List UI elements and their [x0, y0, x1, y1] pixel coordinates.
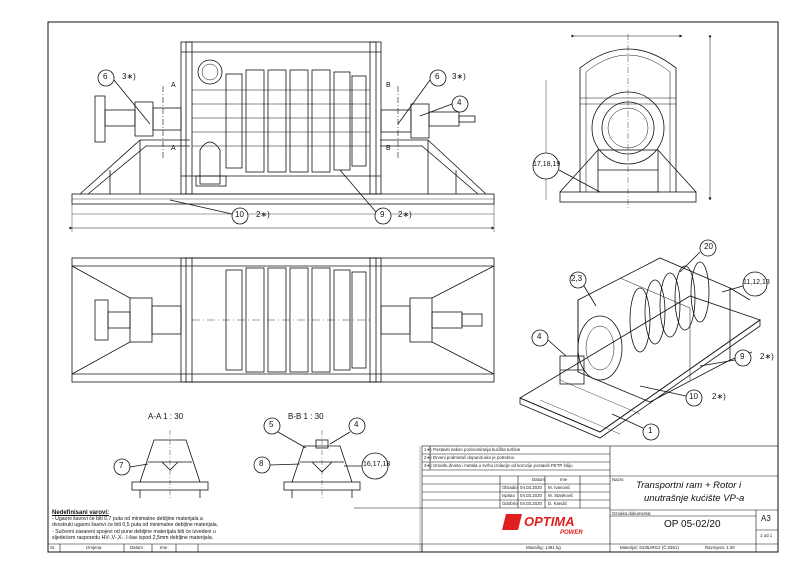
- mass-info: Masa/kg: 1481 kg: [526, 545, 561, 550]
- isometric-balloons: [531, 239, 768, 441]
- balloon-10-front: 10: [235, 210, 244, 219]
- balloon-4-bb: 4: [354, 420, 359, 429]
- sheet-size: A3: [761, 514, 771, 523]
- row-date: 04.03.2020: [520, 493, 542, 498]
- col-ime: Ime: [560, 477, 568, 482]
- bottom-ime: Ime: [160, 545, 168, 550]
- row-date: 04.03.2020: [520, 485, 542, 490]
- row-name: M. Ivanović: [548, 485, 571, 490]
- balloon-2-3: 2,3: [571, 274, 583, 283]
- balloon-7: 7: [119, 461, 124, 470]
- section-aa-balloons: [113, 458, 149, 476]
- balloon-2-front: 2∗): [256, 210, 270, 219]
- col-datum: Datum: [532, 477, 545, 482]
- legend-mark: 3∗): [424, 463, 432, 468]
- balloon-4-iso: 4: [537, 332, 542, 341]
- balloon-1-iso: 1: [648, 426, 653, 435]
- logo-mark-icon: [502, 514, 522, 530]
- section-mark-b-bottom: B: [386, 145, 391, 152]
- bottom-st: St.: [50, 545, 56, 550]
- section-mark-b-top: B: [386, 82, 391, 89]
- notes-line: - Sučeoni zavareni spojevi od pune deblj…: [52, 528, 216, 535]
- section-aa-view: [131, 430, 209, 500]
- row-name: D. Kandić: [548, 501, 568, 506]
- legend-mark: 2∗): [424, 455, 432, 460]
- notes-line: - Ugaoni šavovi će biti 0,7 puta od mini…: [52, 516, 203, 523]
- row-role: Obradio: [502, 485, 518, 490]
- scale-info: Razmjera: 1:30: [705, 545, 735, 550]
- balloon-17-18-19: 17,18,19: [533, 161, 561, 168]
- legend-text: Drveni podmetač dopuniti ako je potrebno: [433, 455, 515, 460]
- sheet-border: [47, 21, 779, 553]
- legend-text: Postaviti nakon pozicioniranja kućišta t…: [433, 447, 521, 452]
- balloon-10-iso: 10: [689, 392, 698, 401]
- bottom-datum: Datum: [130, 545, 143, 550]
- bottom-izmjena: Izmjena: [86, 545, 102, 550]
- row-role: Ispitao: [502, 493, 515, 498]
- drawing-number: OP 05-02/20: [664, 519, 721, 530]
- balloon-11-12-13: 11,12,13: [743, 279, 770, 286]
- section-bb-balloons: [253, 417, 389, 480]
- notes-line: dvostruki ugaoni šavovi će biti 0,5 puta…: [52, 522, 219, 529]
- row-role: Odobrio: [502, 501, 518, 506]
- side-view-balloons: [532, 152, 601, 193]
- section-bb-view: [283, 430, 361, 500]
- drawing-title-line1: Transportni ram + Rotor i: [636, 480, 742, 491]
- logo-optima-text: OPTIMA: [524, 514, 575, 529]
- section-mark-a-top: A: [171, 82, 176, 89]
- front-view: [69, 41, 495, 232]
- label-oznaka: Oznaka dokumenta:: [612, 511, 652, 516]
- material-info: Materijal: S235JRG2 (Č.0361): [620, 545, 679, 550]
- title-block-lines: [48, 445, 779, 553]
- balloon-6-right: 6: [435, 72, 440, 81]
- balloon-2-iso: 2∗): [760, 352, 774, 361]
- legend-text: Između drveta i metala u svrhu izolacije…: [433, 463, 573, 468]
- front-view-balloons: [97, 69, 469, 225]
- balloon-3-right: 3∗): [452, 72, 466, 81]
- label-naziv: Naziv:: [612, 477, 625, 482]
- balloon-2-iso-b: 2∗): [712, 392, 726, 401]
- welding-notes: Nedefinisani varovi: - Ugaoni šavovi će …: [52, 510, 352, 541]
- balloon-20: 20: [704, 242, 713, 251]
- balloon-16-17-18: 16,17,18: [363, 461, 391, 468]
- section-aa-title: A-A 1 : 30: [148, 412, 184, 421]
- balloon-2-front-b: 2∗): [398, 210, 412, 219]
- balloon-3-left: 3∗): [122, 72, 136, 81]
- balloon-9-iso: 9: [740, 352, 745, 361]
- row-name: M. Stanković: [548, 493, 574, 498]
- section-bb-title: B-B 1 : 30: [288, 412, 324, 421]
- notes-heading: Nedefinisani varovi:: [52, 510, 110, 516]
- isometric-view: [519, 257, 761, 439]
- sheet-index: 1 od 1: [760, 533, 773, 538]
- balloon-4-front: 4: [457, 98, 462, 107]
- side-view: [545, 34, 712, 210]
- logo-power-text: POWER: [560, 530, 583, 536]
- section-mark-a-bottom: A: [171, 145, 176, 152]
- balloon-8: 8: [259, 459, 264, 468]
- top-view: [71, 257, 495, 383]
- legend-mark: 1∗): [424, 447, 432, 452]
- row-date: 04.03.2020: [520, 501, 542, 506]
- notes-line: sljedećem rasporedu HV-,V-,X-, I-šav isp…: [52, 534, 214, 541]
- drawing-title-line2: unutrašnje kućište VP-a: [644, 493, 745, 504]
- balloon-9-front: 9: [380, 210, 385, 219]
- balloon-5: 5: [269, 420, 274, 429]
- optima-power-logo: OPTIMA POWER: [502, 514, 583, 536]
- balloon-6-left: 6: [103, 72, 108, 81]
